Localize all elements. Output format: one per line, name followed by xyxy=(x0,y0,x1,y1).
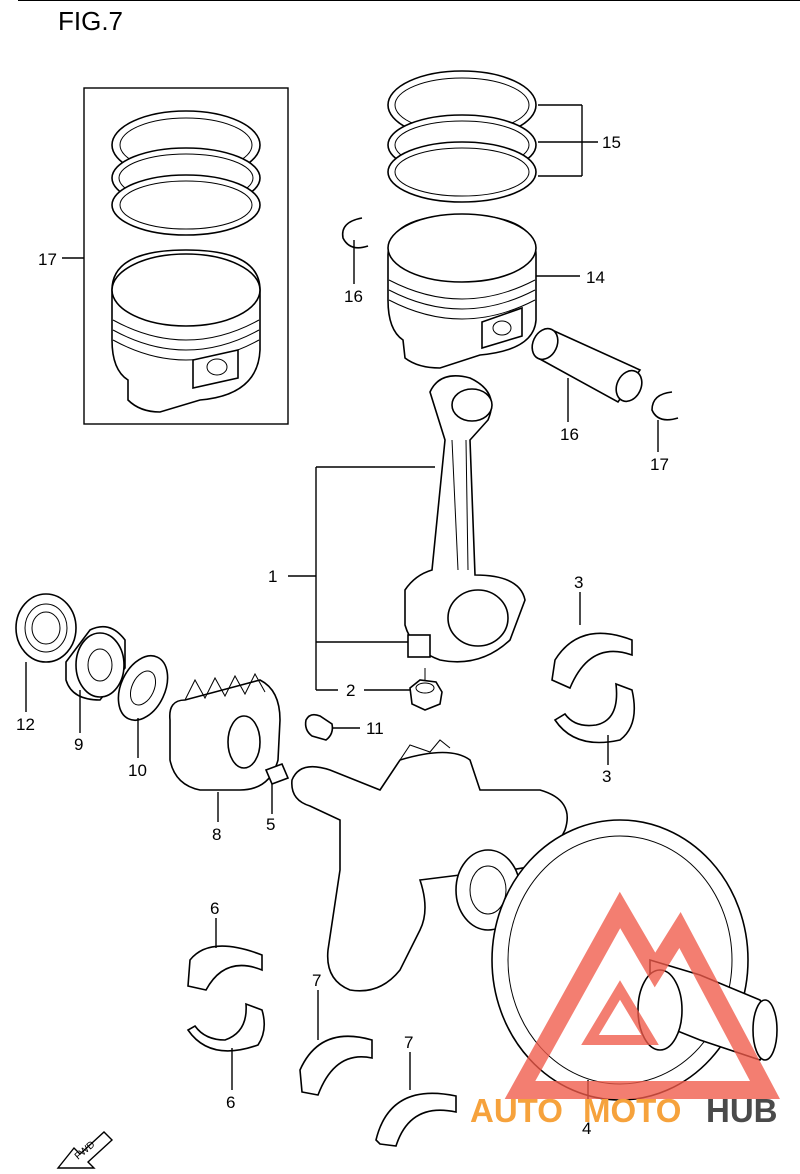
callout-3-lower: 3 xyxy=(602,767,611,786)
piston-set-box xyxy=(83,87,289,425)
callout-6-upper: 6 xyxy=(210,899,219,918)
circlip-left xyxy=(341,217,369,249)
callout-7-left: 7 xyxy=(312,971,321,990)
callout-10: 10 xyxy=(128,761,147,780)
crank-bearing-lower xyxy=(186,1002,266,1052)
forward-arrow-icon: FWD xyxy=(56,1131,114,1169)
thrust-washer-left xyxy=(299,1035,373,1096)
bearing xyxy=(65,625,126,701)
callout-3-upper: 3 xyxy=(574,573,583,592)
callout-9: 9 xyxy=(74,735,83,754)
callout-16-left: 16 xyxy=(344,287,363,306)
crank-bearing-upper xyxy=(187,945,263,991)
primary-drive-gear xyxy=(168,672,281,791)
woodruff-key xyxy=(304,713,334,741)
callout-6-lower: 6 xyxy=(226,1093,235,1112)
callout-11: 11 xyxy=(366,719,384,738)
connecting-rod xyxy=(404,375,526,663)
callout-1: 1 xyxy=(268,567,277,586)
callout-17: 17 xyxy=(38,250,57,269)
callout-13: 14 xyxy=(586,268,605,287)
conrod-nut xyxy=(409,668,443,711)
watermark-logo-icon xyxy=(504,891,780,1099)
conrod-bearing-upper xyxy=(551,632,633,690)
circlip-right xyxy=(651,391,679,421)
oil-seal xyxy=(15,593,77,663)
dowel-pin xyxy=(264,762,290,786)
callout-14: 15 xyxy=(602,133,621,152)
watermark-text-hub: HUB xyxy=(706,1092,778,1129)
callout-8: 8 xyxy=(212,825,221,844)
callout-5: 5 xyxy=(266,815,275,834)
conrod-bearing-lower xyxy=(553,682,636,744)
callout-12: 12 xyxy=(16,715,35,734)
callout-4: 4 xyxy=(582,1119,591,1138)
callout-7-right: 7 xyxy=(404,1033,413,1052)
thrust-washer-right xyxy=(375,1092,457,1147)
piston-pin xyxy=(531,327,643,404)
piston-rings xyxy=(387,70,537,203)
callout-15: 16 xyxy=(560,425,579,444)
callout-2: 2 xyxy=(346,681,355,700)
figure-title: FIG.7 xyxy=(58,6,124,36)
callout-16-right: 17 xyxy=(650,455,669,474)
watermark-text-auto: AUTO xyxy=(470,1092,563,1129)
washer xyxy=(117,655,169,721)
watermark-text-moto: MOTO xyxy=(583,1092,681,1129)
piston xyxy=(387,213,537,369)
